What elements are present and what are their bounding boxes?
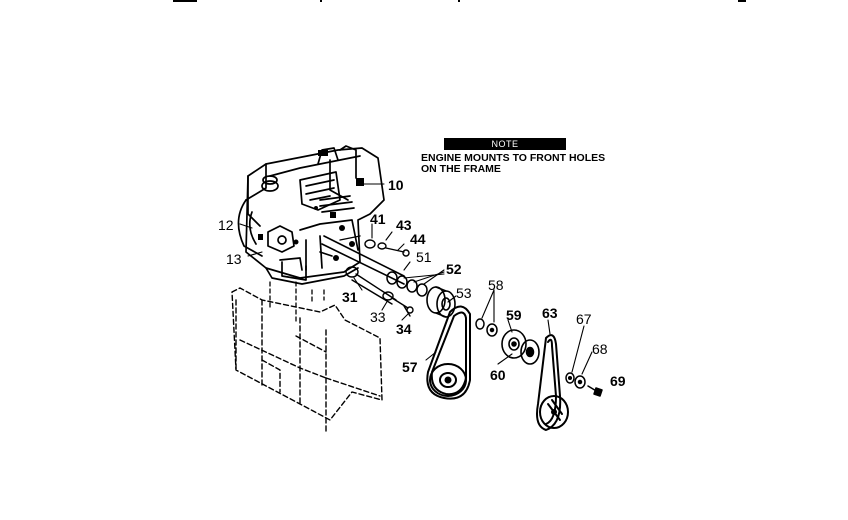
callout-68: 68 — [592, 341, 608, 357]
double-pulley — [426, 286, 456, 318]
callout-58: 58 — [488, 277, 504, 293]
callout-51: 51 — [416, 249, 432, 265]
callout-60: 60 — [490, 367, 506, 383]
callout-44: 44 — [410, 231, 426, 247]
frame-outline — [231, 287, 383, 433]
callout-67: 67 — [576, 311, 592, 327]
note-header: NOTE — [444, 138, 566, 150]
note-line-2: ON THE FRAME — [421, 163, 501, 175]
top-edge-mark — [320, 0, 322, 2]
top-edge-mark — [738, 0, 746, 2]
callout-43: 43 — [396, 217, 412, 233]
callout-33: 33 — [370, 309, 386, 325]
pulley-59 — [501, 329, 527, 359]
top-edge-mark — [173, 0, 197, 2]
callout-59: 59 — [506, 307, 522, 323]
washer-stack — [386, 271, 428, 297]
callout-41: 41 — [370, 211, 386, 227]
mounting-studs — [269, 281, 325, 323]
note-text: ENGINE MOUNTS TO FRONT HOLES ON THE FRAM… — [421, 153, 651, 175]
crankshaft — [319, 235, 405, 285]
washers-58 — [475, 318, 498, 337]
callout-12: 12 — [218, 217, 234, 233]
top-edge-mark — [458, 0, 460, 2]
drive-belt — [536, 334, 569, 431]
leader-lines — [239, 183, 593, 375]
callout-10: 10 — [388, 177, 404, 193]
callout-69: 69 — [610, 373, 626, 389]
note-line-1: ENGINE MOUNTS TO FRONT HOLES — [421, 152, 606, 164]
callout-13: 13 — [226, 251, 242, 267]
callout-57: 57 — [402, 359, 418, 375]
auger-belt — [426, 305, 471, 400]
callout-53: 53 — [456, 285, 472, 301]
callout-52: 52 — [446, 261, 462, 277]
callout-31: 31 — [342, 289, 358, 305]
callout-34: 34 — [396, 321, 412, 337]
disc-60 — [520, 339, 540, 365]
engine-dark-details — [258, 150, 364, 261]
upper-shaft — [339, 235, 410, 257]
washers-67-68 — [565, 372, 586, 389]
engine — [237, 145, 385, 285]
callout-63: 63 — [542, 305, 558, 321]
bolt-69 — [587, 385, 603, 397]
